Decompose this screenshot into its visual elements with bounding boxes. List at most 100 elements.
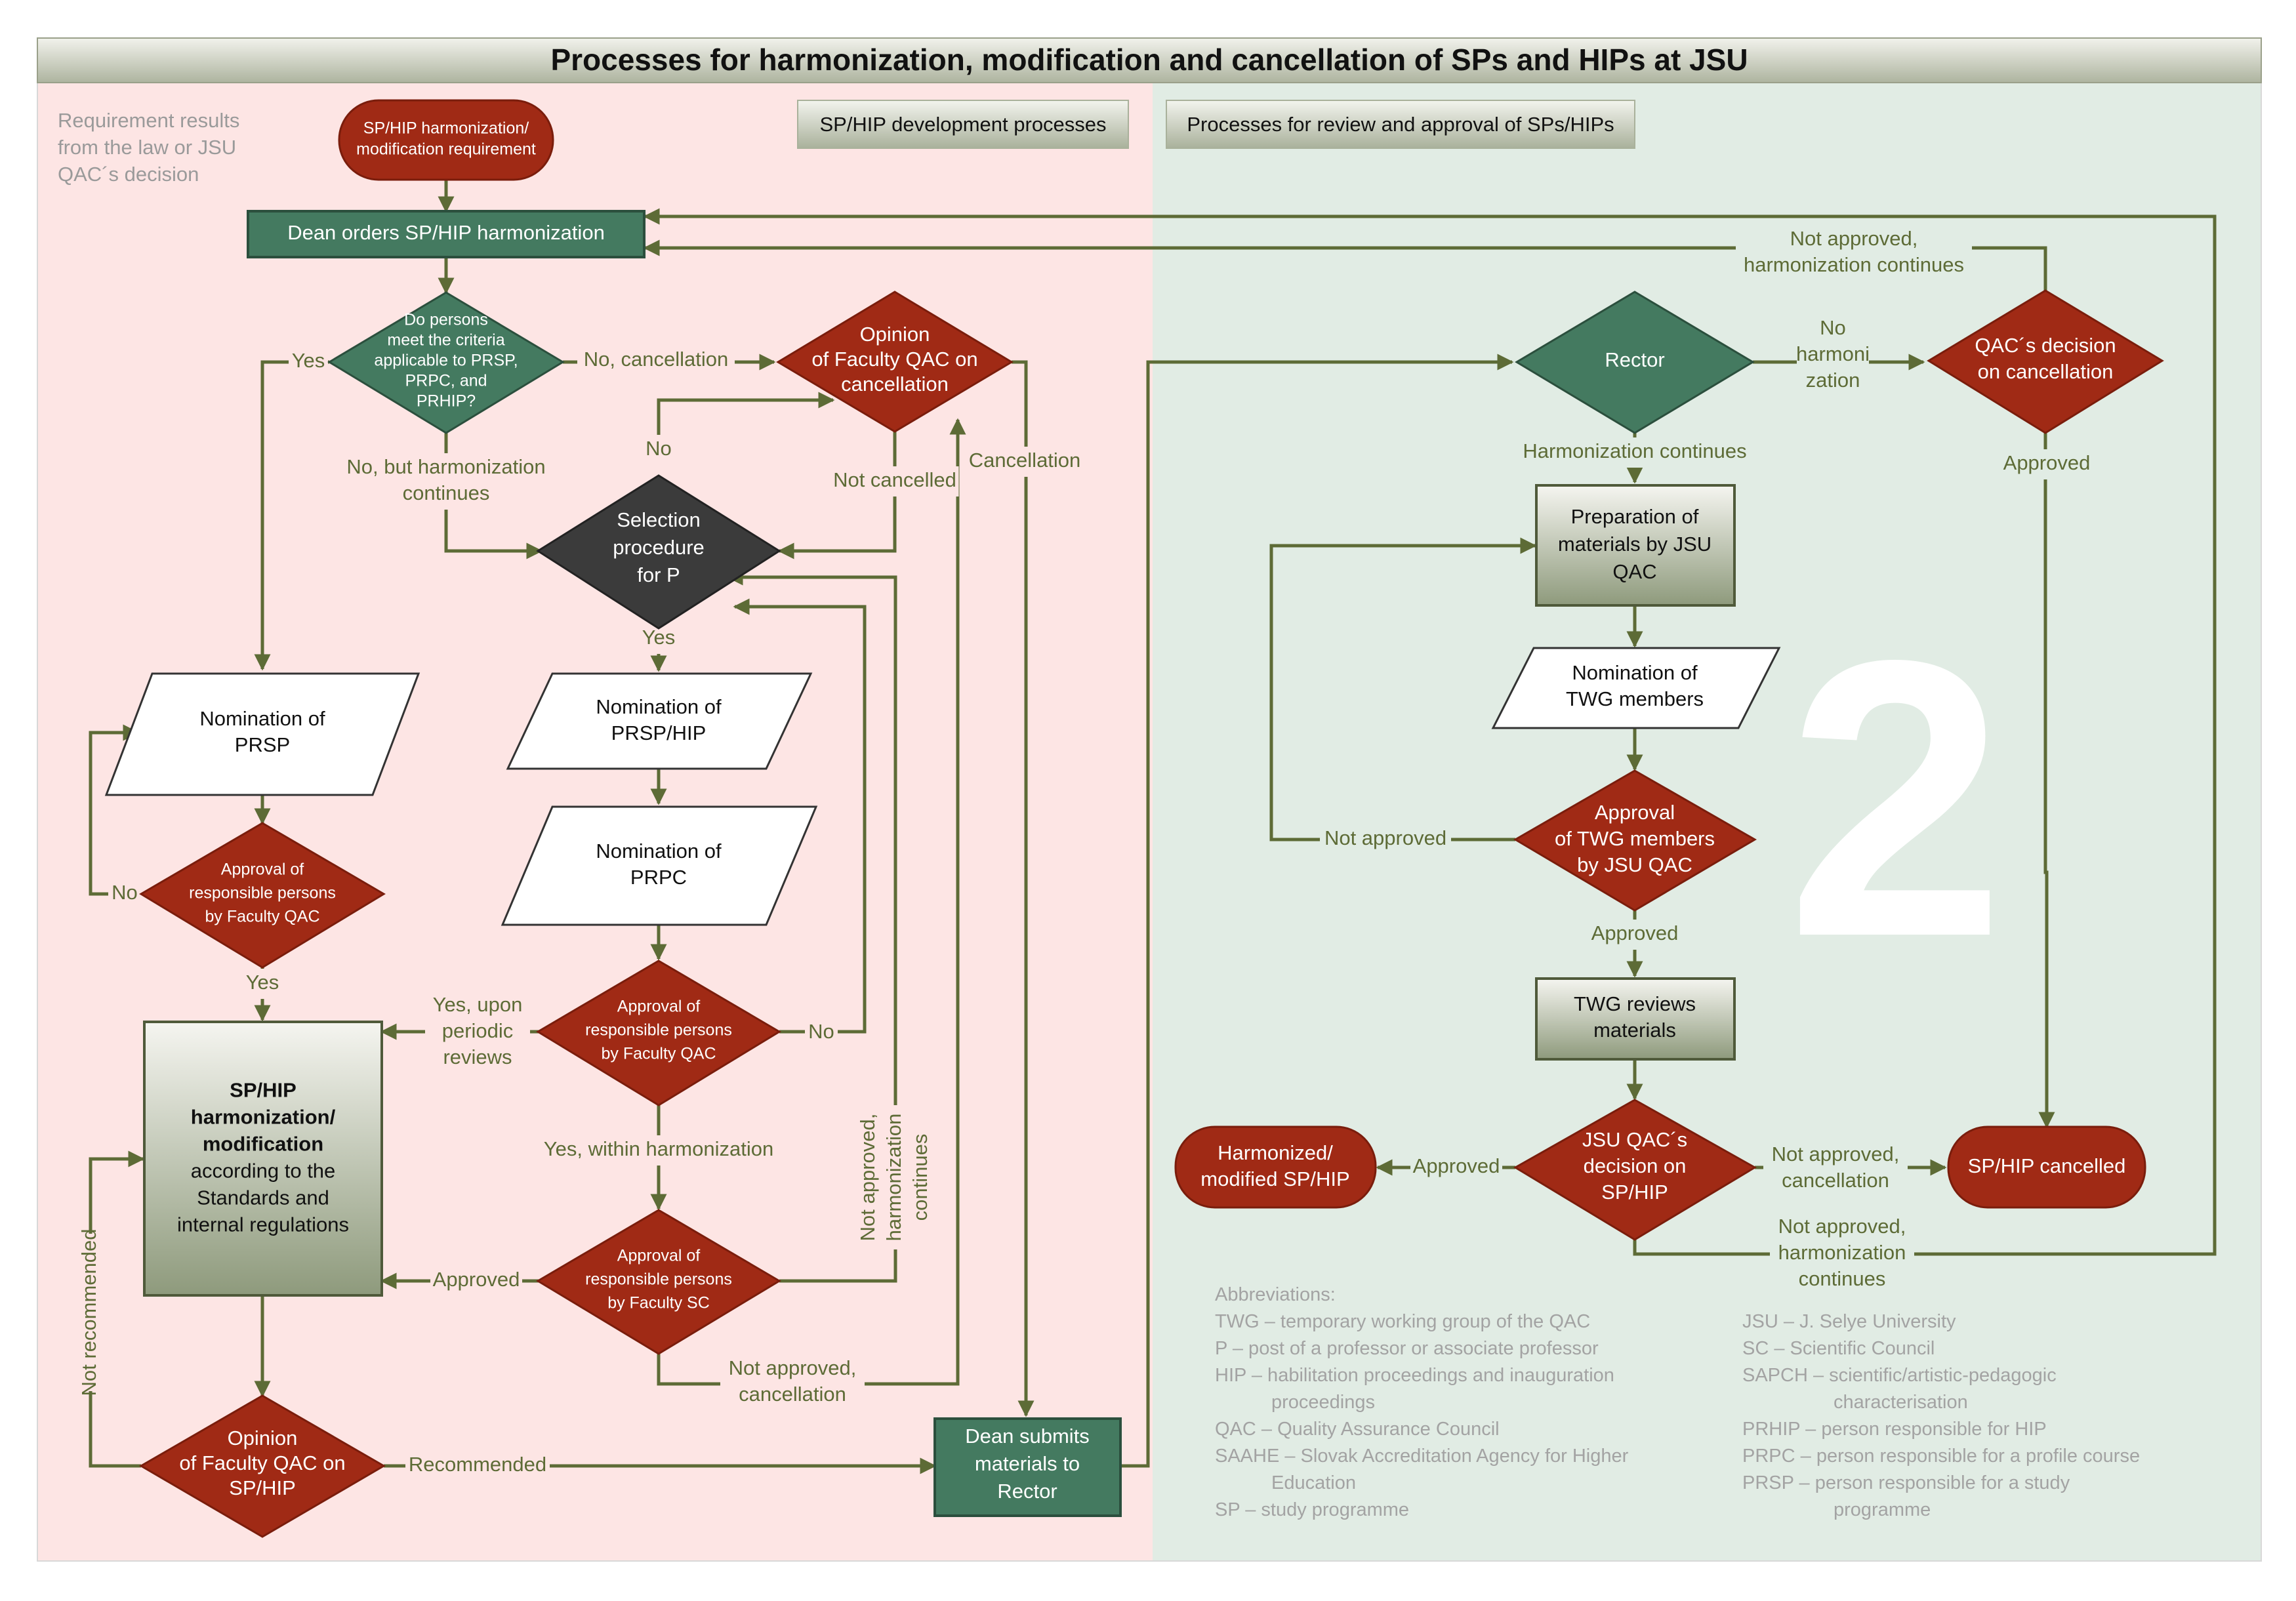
edge-label: Approved xyxy=(1589,920,1681,950)
abbreviation-entry: PRHIP – person responsible for HIP xyxy=(1742,1419,2047,1440)
edge-label-text: Harmonization continues xyxy=(1523,439,1746,462)
node-label: Rector xyxy=(1605,348,1664,371)
tag-review: Processes for review and approval of SPs… xyxy=(1166,100,1635,149)
abbreviation-entry: SAAHE – Slovak Accreditation Agency for … xyxy=(1215,1446,1629,1467)
abbreviation-entry: TWG – temporary working group of the QAC xyxy=(1215,1311,1590,1332)
node-nomination-prsp-hip: Nomination of PRSP/HIP xyxy=(506,672,813,770)
node-label: procedure xyxy=(613,536,705,559)
abbreviation-entry: SC – Scientific Council xyxy=(1742,1338,1935,1359)
node-label: TWG reviews xyxy=(1574,992,1696,1015)
node-label: modification requirement xyxy=(356,140,536,159)
edge-label: No xyxy=(108,879,141,909)
edge-label: Not cancelled xyxy=(830,466,959,497)
abbreviation-entry: programme xyxy=(1834,1499,1931,1520)
abbreviation-entry: PRSP – person responsible for a study xyxy=(1742,1472,2070,1493)
node-label: Nomination of xyxy=(596,695,722,718)
node-label: harmonization/ xyxy=(191,1106,336,1129)
edge-label-text: Not recommended xyxy=(77,1228,100,1396)
node-label: of TWG members xyxy=(1555,827,1715,850)
edge-label-text: Yes, within harmonization xyxy=(544,1137,773,1160)
abbreviation-entry: QAC – Quality Assurance Council xyxy=(1215,1419,1500,1440)
edge-label: No, cancellation xyxy=(577,346,735,376)
node-label: materials to xyxy=(975,1452,1080,1475)
svg-text:SP/HIP development processes: SP/HIP development processes xyxy=(819,113,1106,136)
node-label: meet the criteria xyxy=(387,331,504,350)
edge-label-text: harmonization xyxy=(1778,1241,1906,1264)
edge-label: Not recommended xyxy=(75,1228,106,1396)
edge-label: Approved xyxy=(2001,449,2093,479)
edge-label-text: periodic xyxy=(442,1019,514,1042)
note-line: from the law or JSU xyxy=(58,136,236,159)
node-label: Harmonized/ xyxy=(1218,1141,1333,1164)
node-label: Opinion xyxy=(860,323,930,346)
node-label: PRHIP? xyxy=(417,392,476,411)
edge-label: Not approved,cancellation xyxy=(720,1354,865,1411)
abbreviations-legend: Abbreviations: TWG – temporary working gr… xyxy=(1215,1284,2140,1520)
node-label: by Faculty QAC xyxy=(601,1045,716,1063)
node-label: Do persons xyxy=(404,311,488,329)
edge-label-text: Yes, upon xyxy=(433,993,523,1016)
edge-label-text: zation xyxy=(1806,369,1860,392)
abbreviation-entry: JSU – J. Selye University xyxy=(1742,1311,1956,1332)
edge-label: Yes, within harmonization xyxy=(537,1135,780,1165)
node-label: PRPC, and xyxy=(405,372,487,390)
node-label: Approval of xyxy=(617,998,701,1016)
abbreviation-entry: SP – study programme xyxy=(1215,1499,1409,1520)
edge-label: Not approved,cancellation xyxy=(1763,1141,1908,1197)
edge-label-text: Yes xyxy=(246,971,279,994)
node-label: decision on xyxy=(1584,1154,1687,1177)
edge-label-text: No xyxy=(1820,316,1846,339)
node-label: Dean orders SP/HIP harmonization xyxy=(287,221,605,244)
node-label: PRPC xyxy=(630,866,687,889)
edge-label-text: reviews xyxy=(443,1045,512,1068)
node-label: SP/HIP harmonization/ xyxy=(363,119,529,138)
node-label: PRSP xyxy=(235,733,290,756)
node-label: for P xyxy=(637,563,680,586)
page-title: Processes for harmonization, modificatio… xyxy=(550,43,1748,77)
edge-label-text: Not approved, xyxy=(1790,227,1918,250)
abbreviations-heading: Abbreviations: xyxy=(1215,1284,1336,1305)
node-label: SP/HIP xyxy=(1601,1181,1668,1204)
flow-edges xyxy=(89,180,2217,1474)
node-label: Approval of xyxy=(221,861,304,879)
node-nomination-prpc: Nomination of PRPC xyxy=(501,805,818,926)
node-label: Rector xyxy=(997,1480,1057,1503)
node-label: SP/HIP xyxy=(230,1079,297,1102)
abbreviation-entry: proceedings xyxy=(1271,1392,1375,1413)
section-number: 2 xyxy=(1786,579,2005,1019)
node-label: Dean submits xyxy=(965,1425,1090,1448)
edge-label-text: Yes xyxy=(642,626,676,649)
node-label: PRSP/HIP xyxy=(611,721,707,744)
node-label: QAC xyxy=(1612,560,1656,583)
title-bar: Processes for harmonization, modificatio… xyxy=(37,37,2262,83)
node-label: Nomination of xyxy=(1572,661,1698,684)
edge-label: Approved xyxy=(430,1266,522,1296)
edge-label-text: harmonization xyxy=(882,1114,905,1242)
abbreviation-entry: SAPCH – scientific/artistic-pedagogic xyxy=(1742,1365,2057,1386)
node-label: Approval xyxy=(1595,801,1675,824)
edge-label: No xyxy=(642,435,675,465)
svg-text:Processes for review and appro: Processes for review and approval of SPs… xyxy=(1187,113,1614,136)
edge-label: Yes xyxy=(243,969,282,999)
edge-label-text: No, cancellation xyxy=(584,348,729,371)
node-label: on cancellation xyxy=(1978,360,2114,383)
node-label: Nomination of xyxy=(596,840,722,862)
node-cancelled: SP/HIP cancelled xyxy=(1947,1125,2146,1209)
edge-label: Recommended xyxy=(405,1451,550,1481)
edge-label-text: continues xyxy=(1799,1267,1886,1290)
node-label: Standards and xyxy=(197,1186,329,1209)
node-label: of Faculty QAC on xyxy=(811,348,977,371)
